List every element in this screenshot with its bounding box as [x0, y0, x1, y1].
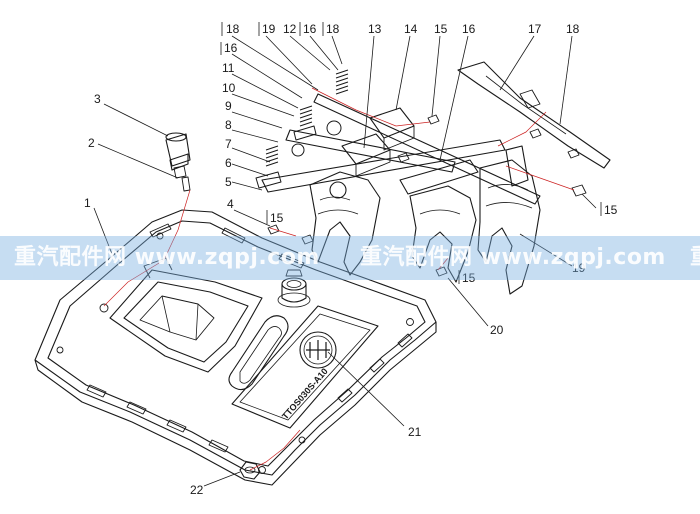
brand-logo-mark [306, 340, 330, 360]
watermark-text-2: 重汽配件网 www.zqpj.com [360, 245, 666, 270]
interlock-blocks [341, 107, 415, 177]
callout-19-top: 19 [262, 22, 276, 36]
shift-fork-middle [409, 185, 477, 283]
drain-plug [239, 461, 261, 480]
callout-6: 6 [225, 156, 232, 170]
callout-13: 13 [368, 22, 382, 36]
oblong-slot [228, 315, 289, 391]
callout-14: 14 [404, 22, 418, 36]
cover-plate [34, 209, 437, 486]
callout-16: 16 [462, 22, 476, 36]
watermark-band [0, 236, 700, 280]
callout-9: 9 [225, 99, 232, 113]
stamped-panel [231, 305, 379, 429]
callout-19: 19 [572, 261, 586, 275]
shift-fork-left [309, 171, 381, 276]
callout-4: 4 [227, 197, 234, 211]
callout-1: 1 [84, 196, 91, 210]
detent-springs [255, 69, 349, 189]
callout-18-top-a: 18 [226, 22, 240, 36]
sensor-assembly [165, 132, 191, 192]
callout-18: 18 [566, 22, 580, 36]
callout-2: 2 [88, 136, 95, 150]
callout-5: 5 [225, 175, 232, 189]
oblong-slot-inner [239, 326, 282, 384]
callout-11: 11 [222, 61, 235, 75]
shift-forks [309, 145, 541, 295]
shift-fork-right [477, 159, 541, 295]
shift-rails [261, 93, 541, 205]
callout-21: 21 [408, 425, 422, 439]
watermark-text-1: 重汽配件网 www.zqpj.com [14, 245, 320, 270]
callout-8: 8 [225, 118, 232, 132]
callout-16-side: 16 [224, 41, 238, 55]
callout-15-sub-c: 15 [462, 271, 476, 285]
callout-20: 20 [490, 323, 504, 337]
callout-15-sub-a: 15 [270, 211, 284, 225]
red-leader-lines [103, 87, 575, 471]
cover-plate-edge-thickness [34, 322, 437, 486]
watermark-text-3: 重 [690, 243, 700, 273]
recessed-pocket [109, 257, 263, 373]
callout-12: 12 [283, 22, 297, 36]
bolt-holes [56, 232, 414, 474]
edge-slots [86, 223, 413, 453]
callout-3: 3 [94, 92, 101, 106]
callout-15-sub-b: 15 [604, 203, 618, 217]
callout-10: 10 [222, 81, 236, 95]
brand-logo-ring [299, 331, 337, 369]
callout-22: 22 [190, 483, 204, 497]
callout-17: 17 [528, 22, 542, 36]
cylindrical-boss [277, 269, 311, 308]
callout-16-top: 16 [303, 22, 317, 36]
callout-15: 15 [434, 22, 448, 36]
callout-18-top-b: 18 [326, 22, 340, 36]
callout-7: 7 [225, 137, 232, 151]
callout-brackets [220, 22, 602, 284]
callout-leaders [93, 35, 597, 487]
bracket-plate [457, 61, 611, 169]
cover-plate-outline [34, 209, 437, 476]
